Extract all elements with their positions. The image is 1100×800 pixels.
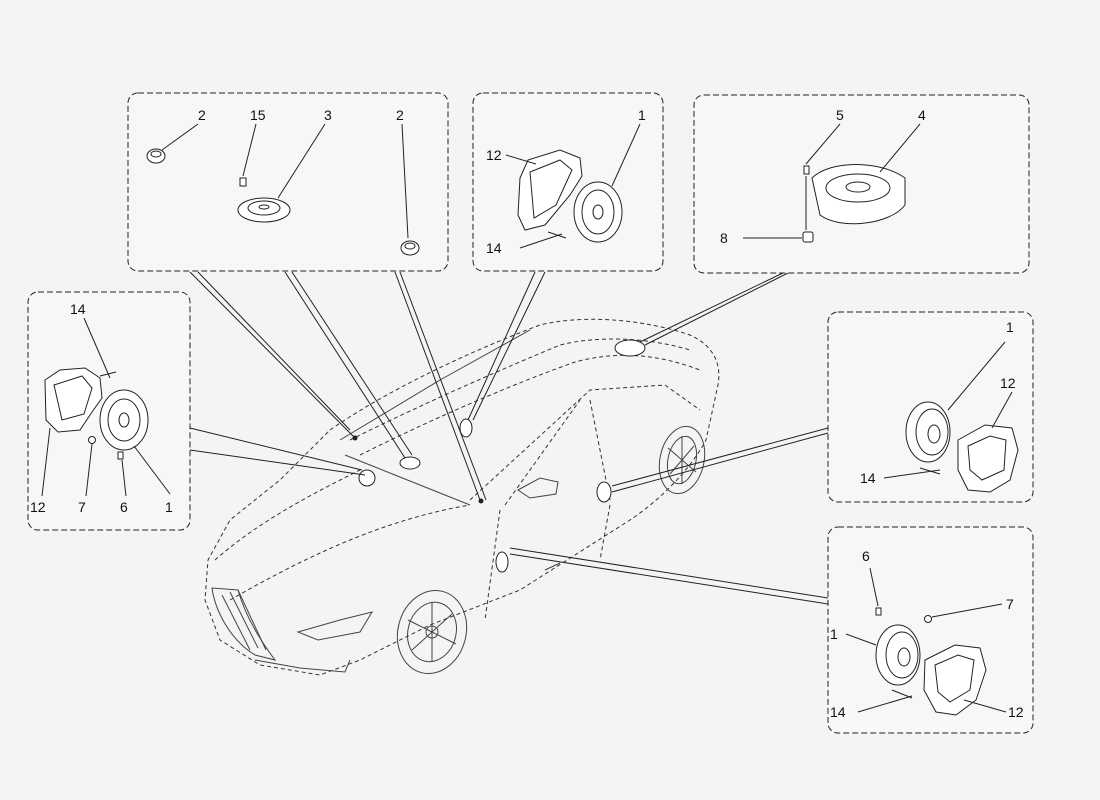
speaker-on-pillar bbox=[459, 418, 473, 438]
screw-part bbox=[869, 567, 882, 616]
subwoofer-part bbox=[811, 123, 921, 225]
speaker-part bbox=[905, 341, 1006, 463]
clip-part bbox=[857, 689, 913, 713]
callout-label: 12 bbox=[486, 147, 502, 163]
rear-wheel bbox=[658, 425, 706, 495]
clip-part bbox=[519, 231, 567, 249]
speaker-bracket-part bbox=[923, 644, 1007, 716]
callout-label: 2 bbox=[198, 107, 206, 123]
callout-label: 14 bbox=[486, 240, 502, 256]
clip-part bbox=[83, 317, 117, 379]
leader-lines bbox=[189, 271, 829, 605]
center-speaker-part bbox=[237, 123, 326, 223]
speaker-on-rear-shelf bbox=[614, 339, 646, 357]
callout-label: 1 bbox=[830, 626, 838, 642]
callout-label: 5 bbox=[836, 107, 844, 123]
callout-label: 4 bbox=[918, 107, 926, 123]
detail-panel-rear-door-speaker: 1 12 14 bbox=[827, 311, 1034, 503]
car-illustration bbox=[204, 318, 720, 676]
speaker-part bbox=[573, 123, 641, 243]
callout-label: 6 bbox=[862, 548, 870, 564]
nut-part bbox=[924, 603, 1003, 623]
callout-label: 1 bbox=[165, 499, 173, 515]
callout-label: 15 bbox=[250, 107, 266, 123]
detail-panel-pillar-speaker: 12 1 14 bbox=[472, 92, 664, 272]
callout-label: 3 bbox=[324, 107, 332, 123]
speaker-on-front-door bbox=[495, 551, 509, 573]
tweeter-right-part bbox=[400, 123, 420, 256]
speaker-bracket-part bbox=[41, 367, 103, 497]
screw-part bbox=[239, 123, 257, 187]
callout-label: 14 bbox=[830, 704, 846, 720]
detail-panel-front-door-speaker: 12 1 14 7 6 bbox=[27, 291, 191, 531]
detail-panel-lower-door-speaker: 6 7 1 12 14 bbox=[827, 526, 1034, 734]
speaker-on-dashboard-left bbox=[358, 469, 376, 487]
speaker-on-rear-door bbox=[596, 481, 612, 503]
callout-label: 12 bbox=[30, 499, 46, 515]
speaker-on-dashboard-center bbox=[399, 456, 421, 470]
callout-label: 12 bbox=[1008, 704, 1024, 720]
speaker-bracket-part bbox=[957, 391, 1019, 493]
bolt-part bbox=[803, 123, 841, 230]
nut-part bbox=[743, 231, 814, 243]
nut-part bbox=[85, 436, 96, 497]
callout-label: 1 bbox=[638, 107, 646, 123]
callout-label: 14 bbox=[70, 301, 86, 317]
callout-label: 7 bbox=[78, 499, 86, 515]
detail-panel-dashboard-tweeters: 2 2 3 15 bbox=[127, 92, 449, 272]
callout-label: 1 bbox=[1006, 319, 1014, 335]
screw-part bbox=[117, 451, 127, 497]
callout-label: 14 bbox=[860, 470, 876, 486]
callout-label: 7 bbox=[1006, 596, 1014, 612]
callout-label: 8 bbox=[720, 230, 728, 246]
clip-part bbox=[883, 467, 941, 479]
callout-label: 2 bbox=[396, 107, 404, 123]
tweeter-left-part bbox=[146, 123, 199, 164]
speaker-part bbox=[845, 624, 921, 686]
callout-label: 6 bbox=[120, 499, 128, 515]
callout-label: 12 bbox=[1000, 375, 1016, 391]
speaker-bracket-part bbox=[505, 149, 583, 231]
detail-panel-rear-shelf-speaker: 4 8 5 bbox=[693, 94, 1030, 274]
speaker-part bbox=[99, 389, 171, 495]
front-wheel bbox=[396, 589, 468, 675]
